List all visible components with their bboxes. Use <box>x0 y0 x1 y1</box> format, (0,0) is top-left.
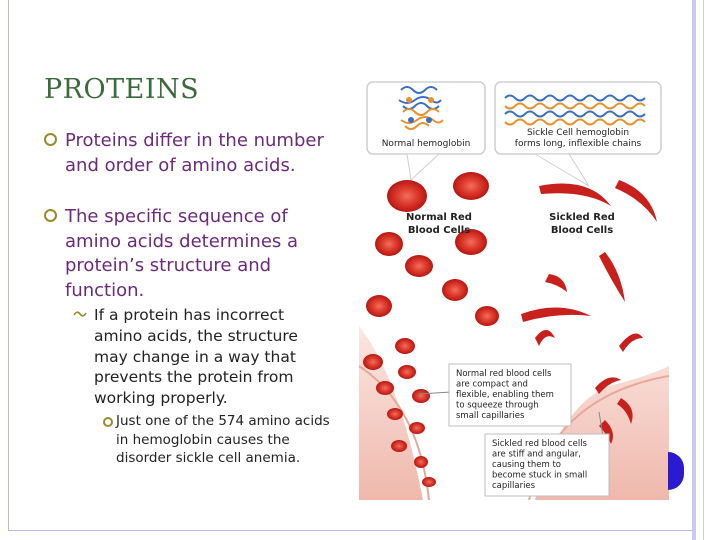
bullet-1: Proteins differ in the number and order … <box>44 129 344 178</box>
sickle-cell-figure: Normal hemoglobin Sickle Cell hemoglobin… <box>359 81 669 500</box>
slide-border-right-thin <box>703 0 704 540</box>
sickled-callout-line5: capillaries <box>492 481 536 491</box>
sickled-red-blood-cells <box>521 180 657 444</box>
sickled-callout-line1: Sickled red blood cells <box>492 439 588 449</box>
sickled-callout-line2: are stiff and angular, <box>492 450 581 460</box>
normal-hemoglobin-label: Normal hemoglobin <box>382 139 471 149</box>
normal-callout-line4: to squeeze through <box>456 401 539 411</box>
normal-callout-line3: flexible, enabling them <box>456 390 554 400</box>
sickle-hemoglobin-label-line2: forms long, inflexible chains <box>515 139 642 149</box>
normal-callout-line1: Normal red blood cells <box>456 369 552 379</box>
normal-red-blood-cells <box>363 172 499 487</box>
bullet-2: The specific sequence of amino acids det… <box>44 205 344 303</box>
slide-border-right <box>692 0 696 540</box>
sickle-hemoglobin-chains <box>504 94 646 126</box>
sickle-hemoglobin-label-line1: Sickle Cell hemoglobin <box>527 128 629 138</box>
normal-callout-box <box>448 363 572 427</box>
sub-sub-bullet: Just one of the 574 amino acids in hemog… <box>103 412 343 468</box>
normal-cells-label-line2: Blood Cells <box>408 225 470 236</box>
bullet-2-text: The specific sequence of amino acids det… <box>65 206 299 301</box>
sickled-cells-label-line2: Blood Cells <box>551 225 613 236</box>
sub-sub-bullet-text: Just one of the 574 amino acids in hemog… <box>116 413 330 466</box>
bullet-scroll-icon <box>73 311 87 317</box>
sickle-pointer <box>533 153 590 187</box>
slide-nav-tab <box>668 452 684 490</box>
bullet-1-text: Proteins differ in the number and order … <box>65 130 324 176</box>
sickled-callout-line3: causing them to <box>492 460 561 470</box>
normal-cells-label-line1: Normal Red <box>406 212 472 223</box>
sickled-callout-box <box>484 433 610 497</box>
slide-title: PROTEINS <box>44 74 200 105</box>
normal-hemoglobin-molecule <box>398 86 444 130</box>
bullet-ring-icon <box>44 209 57 222</box>
sickled-callout-line4: become stuck in small <box>492 471 587 481</box>
bullet-ring-icon <box>44 133 57 146</box>
bullet-ring-icon <box>103 417 113 427</box>
normal-callout-line2: are compact and <box>456 380 528 390</box>
sub-bullet-text: If a protein has incorrect amino acids, … <box>94 306 298 408</box>
sub-bullet: If a protein has incorrect amino acids, … <box>73 305 323 409</box>
normal-callout-line5: small capillaries <box>456 411 525 421</box>
sickled-cells-label-line1: Sickled Red <box>549 212 615 223</box>
normal-pointer <box>406 153 441 182</box>
